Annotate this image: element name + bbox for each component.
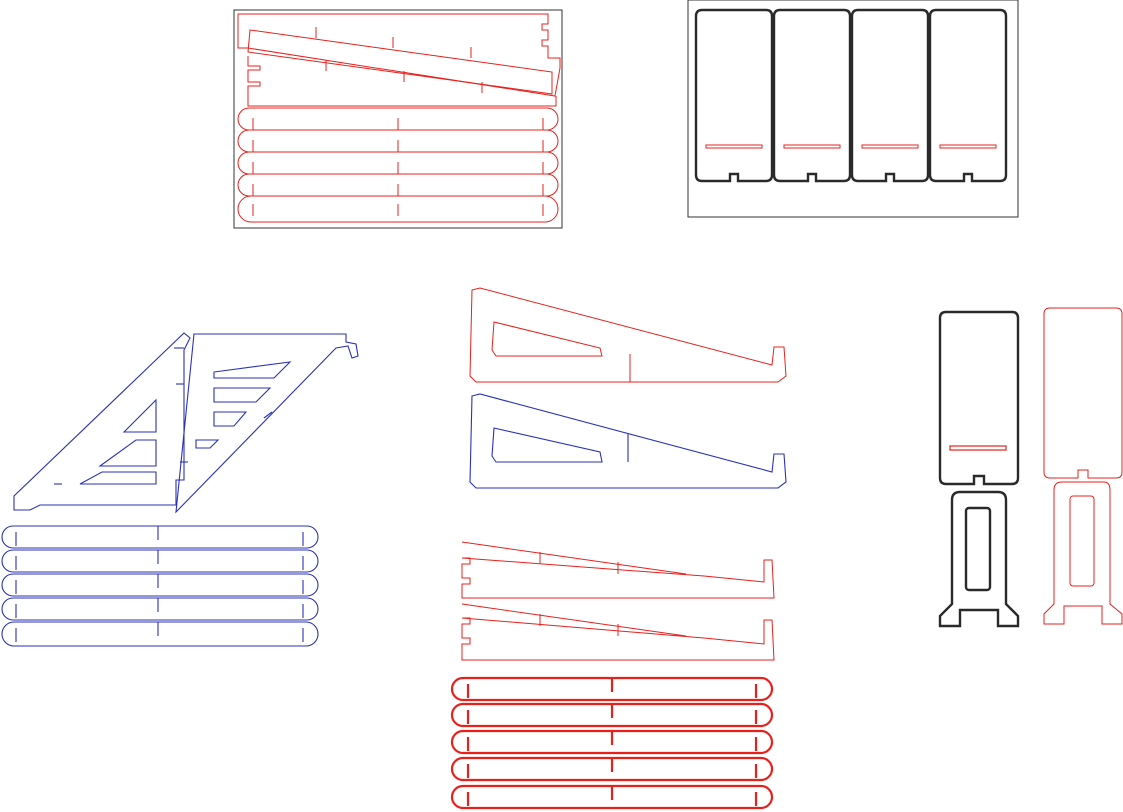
blue-wedge-window: [491, 427, 603, 463]
red-wedge: [469, 287, 787, 383]
sheet-top-right: [687, 0, 1019, 218]
thick-red-rails: [450, 676, 774, 810]
sheet-top-left-frame: [233, 9, 563, 229]
phone-stand-panels: [694, 8, 1008, 183]
top-left-rails: [237, 107, 559, 223]
top-left-upper-plate: [237, 13, 561, 97]
thin-plate-lower: [461, 603, 775, 661]
thin-plate-lower-slots: [539, 614, 619, 636]
phone-panel-3: [850, 8, 930, 183]
phone-panel-2: [772, 8, 852, 183]
rail: [1, 525, 319, 549]
red-wedge-window: [491, 321, 603, 357]
blue-side-frame-left: [13, 332, 191, 511]
phone-panel-slot: [861, 144, 919, 149]
black-stand-leg: [938, 490, 1020, 628]
blue-wedge: [469, 393, 787, 489]
rail: [1, 597, 319, 621]
black-panel-slot: [949, 445, 1007, 451]
red-stand-leg: [1043, 481, 1123, 625]
right-phone-stands: [938, 307, 1123, 628]
phone-panel-4: [928, 8, 1008, 183]
black-stand-panel: [938, 310, 1020, 486]
red-leg-window: [1069, 495, 1095, 587]
red-stand-panel: [1043, 307, 1123, 479]
phone-panel-slot: [705, 144, 763, 149]
top-left-angled-bar: [247, 29, 553, 95]
phone-panel-1: [694, 8, 774, 183]
blue-side-frame-right: [175, 333, 359, 514]
laptop-stand-blue: [1, 332, 359, 647]
rail: [1, 573, 319, 597]
thin-plate-upper-slots: [539, 552, 619, 574]
rail: [1, 621, 319, 647]
phone-panel-slot: [783, 144, 841, 149]
phone-panel-slot: [939, 144, 997, 149]
blue-rails: [1, 525, 319, 647]
sheet-top-right-frame: [687, 0, 1019, 218]
rail: [1, 549, 319, 573]
thin-plate-upper: [461, 541, 775, 599]
blue-frame-windows: [54, 347, 292, 485]
sheet-top-left: [233, 9, 563, 229]
top-left-angled-slots: [315, 27, 483, 93]
top-left-base-plate: [247, 56, 557, 107]
center-wedges: [450, 287, 787, 810]
black-leg-window: [964, 506, 992, 592]
